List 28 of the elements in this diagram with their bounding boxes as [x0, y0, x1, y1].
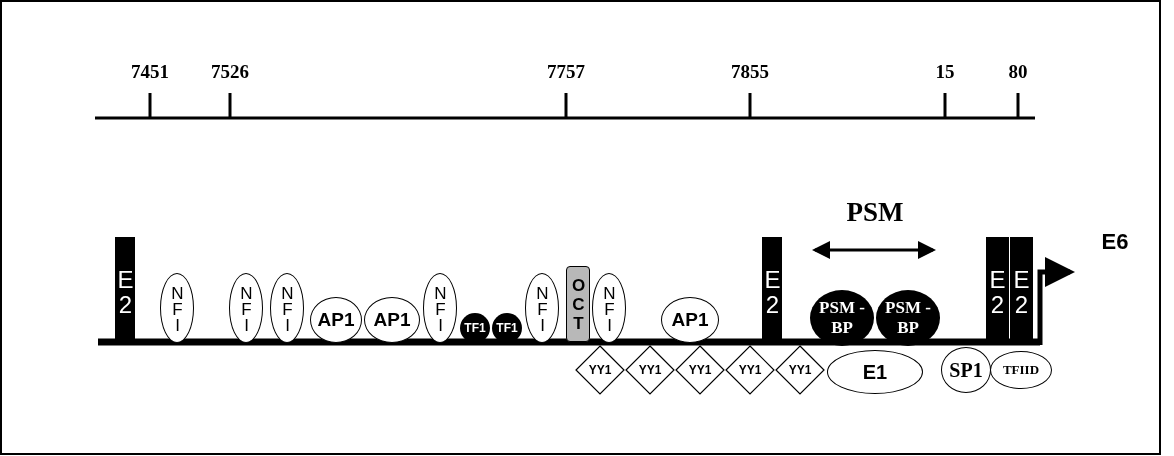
- factor-oval: SP1: [941, 347, 991, 393]
- factor-oval: PSM -BP: [810, 290, 874, 346]
- region-label: PSM: [846, 196, 904, 228]
- position-label: 7855: [731, 61, 769, 83]
- position-label: 15: [935, 61, 955, 83]
- factor-oval: AP1: [661, 297, 719, 343]
- factor-diamond: YY1: [775, 345, 825, 395]
- factor-oval: AP1: [364, 297, 420, 343]
- factor-diamond: YY1: [625, 345, 675, 395]
- position-label: 7526: [211, 61, 249, 83]
- factor-oval: NFI: [525, 273, 559, 343]
- factor-oval: NFI: [592, 273, 626, 343]
- factor-diamond: YY1: [675, 345, 725, 395]
- binding-site-box: OCT: [566, 266, 590, 342]
- factor-oval: TFIID: [990, 351, 1052, 389]
- position-label: 7451: [131, 61, 169, 83]
- gene-label: E6: [1101, 229, 1129, 255]
- factor-oval: PSM -BP: [876, 290, 940, 346]
- factor-oval: NFI: [160, 273, 194, 343]
- factor-oval: NFI: [270, 273, 304, 343]
- factor-diamond: YY1: [725, 345, 775, 395]
- factor-diamond: YY1: [575, 345, 625, 395]
- position-label: 80: [1008, 61, 1028, 83]
- factor-oval: AP1: [310, 297, 362, 343]
- factor-oval: NFI: [423, 273, 457, 343]
- factor-oval: NFI: [229, 273, 263, 343]
- position-label: 7757: [547, 61, 585, 83]
- factor-oval: E1: [827, 350, 923, 394]
